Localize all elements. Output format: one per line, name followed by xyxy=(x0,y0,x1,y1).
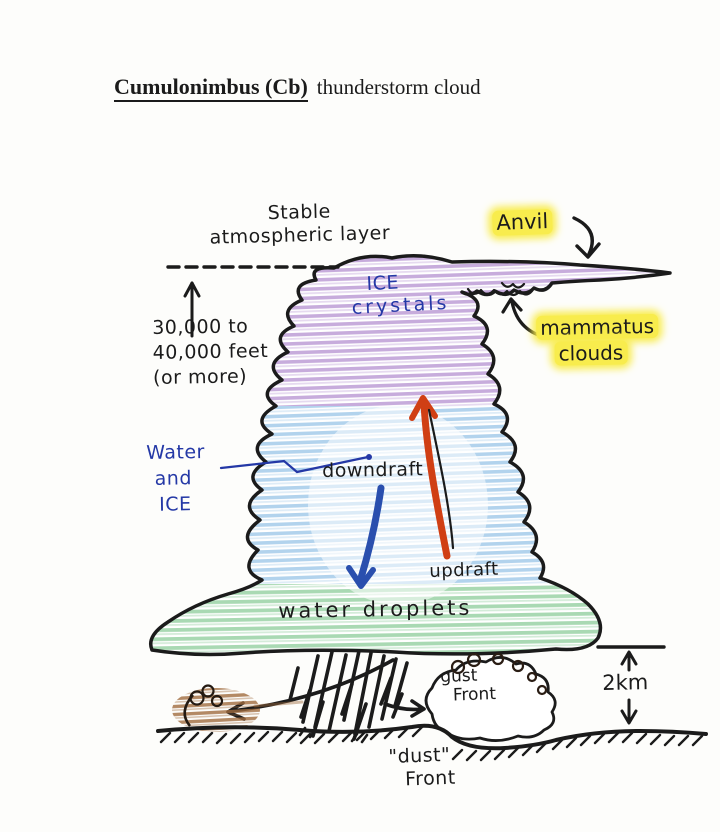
water-droplets-label: water droplets xyxy=(278,595,473,623)
anvil-arrow xyxy=(572,216,601,259)
altitude-label: 30,000 to 40,000 feet (or more) xyxy=(152,315,269,389)
water-ice-pointer-line xyxy=(219,454,372,474)
mammatus-clouds-label: mammatus clouds xyxy=(536,313,659,366)
water-and-ice-label: Water and ICE xyxy=(146,440,206,516)
ground-line xyxy=(156,723,708,762)
updraft-arrow xyxy=(409,395,455,560)
scale-2km-label: 2km xyxy=(602,670,649,695)
page-title-suffix: thunderstorm cloud xyxy=(316,75,481,99)
page-title: Cumulonimbus (Cb) thunderstorm cloud xyxy=(114,74,481,102)
downdraft-arrow xyxy=(346,484,385,589)
dust-front-label: "dust" Front xyxy=(388,743,457,791)
stable-layer-label: Stable atmospheric layer xyxy=(209,200,391,249)
downdraft-label: downdraft xyxy=(322,458,424,482)
altitude-arrow xyxy=(183,281,201,338)
updraft-label: updraft xyxy=(429,558,499,582)
scale-2km-arrows xyxy=(596,645,666,725)
dust-cloud-left xyxy=(172,684,304,732)
mammatus-bumps xyxy=(466,281,534,297)
page-title-bold: Cumulonimbus (Cb) xyxy=(114,74,308,102)
outflow-arrow-right xyxy=(383,699,426,718)
ice-crystals-label: ICE crystals xyxy=(351,271,450,319)
anvil-label: Anvil xyxy=(492,208,553,237)
gust-front-label: gust Front xyxy=(439,665,497,706)
cumulonimbus-cloud-shape xyxy=(148,254,672,657)
